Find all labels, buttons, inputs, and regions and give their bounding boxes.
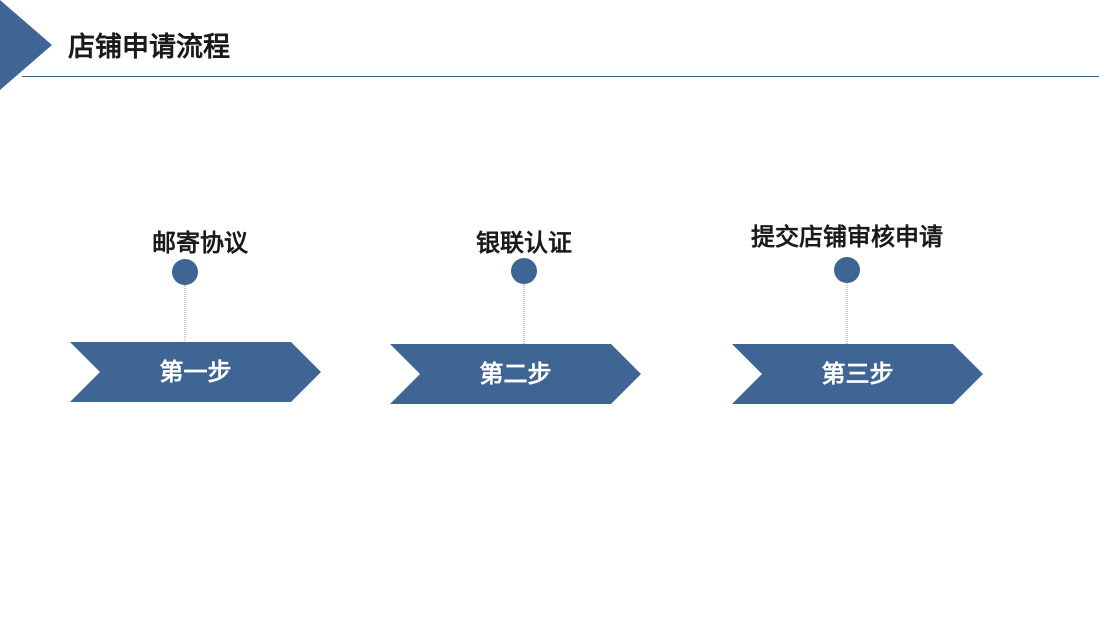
step-1-dot — [172, 259, 198, 285]
step-1-label: 邮寄协议 — [152, 229, 248, 257]
step-2-badge: 第二步 — [479, 360, 552, 388]
corner-arrow-icon — [0, 0, 52, 90]
step-3-chevron-shape — [732, 344, 983, 404]
step-1-connector — [184, 285, 186, 343]
step-3-chevron: 第三步 — [732, 344, 983, 404]
step-2-dot — [511, 258, 537, 284]
page-title: 店铺申请流程 — [68, 32, 230, 63]
step-3-label: 提交店铺审核申请 — [751, 223, 943, 251]
step-3-badge: 第三步 — [821, 360, 894, 388]
step-1-badge: 第一步 — [159, 358, 232, 386]
step-2-connector — [523, 284, 525, 344]
title-divider — [22, 76, 1099, 77]
step-3-dot — [834, 257, 860, 283]
step-2-chevron: 第二步 — [390, 344, 641, 404]
step-2-label: 银联认证 — [476, 229, 572, 257]
step-3-connector — [846, 283, 848, 344]
step-1-chevron-shape — [70, 342, 321, 402]
step-2-chevron-shape — [390, 344, 641, 404]
step-1-chevron: 第一步 — [70, 342, 321, 402]
